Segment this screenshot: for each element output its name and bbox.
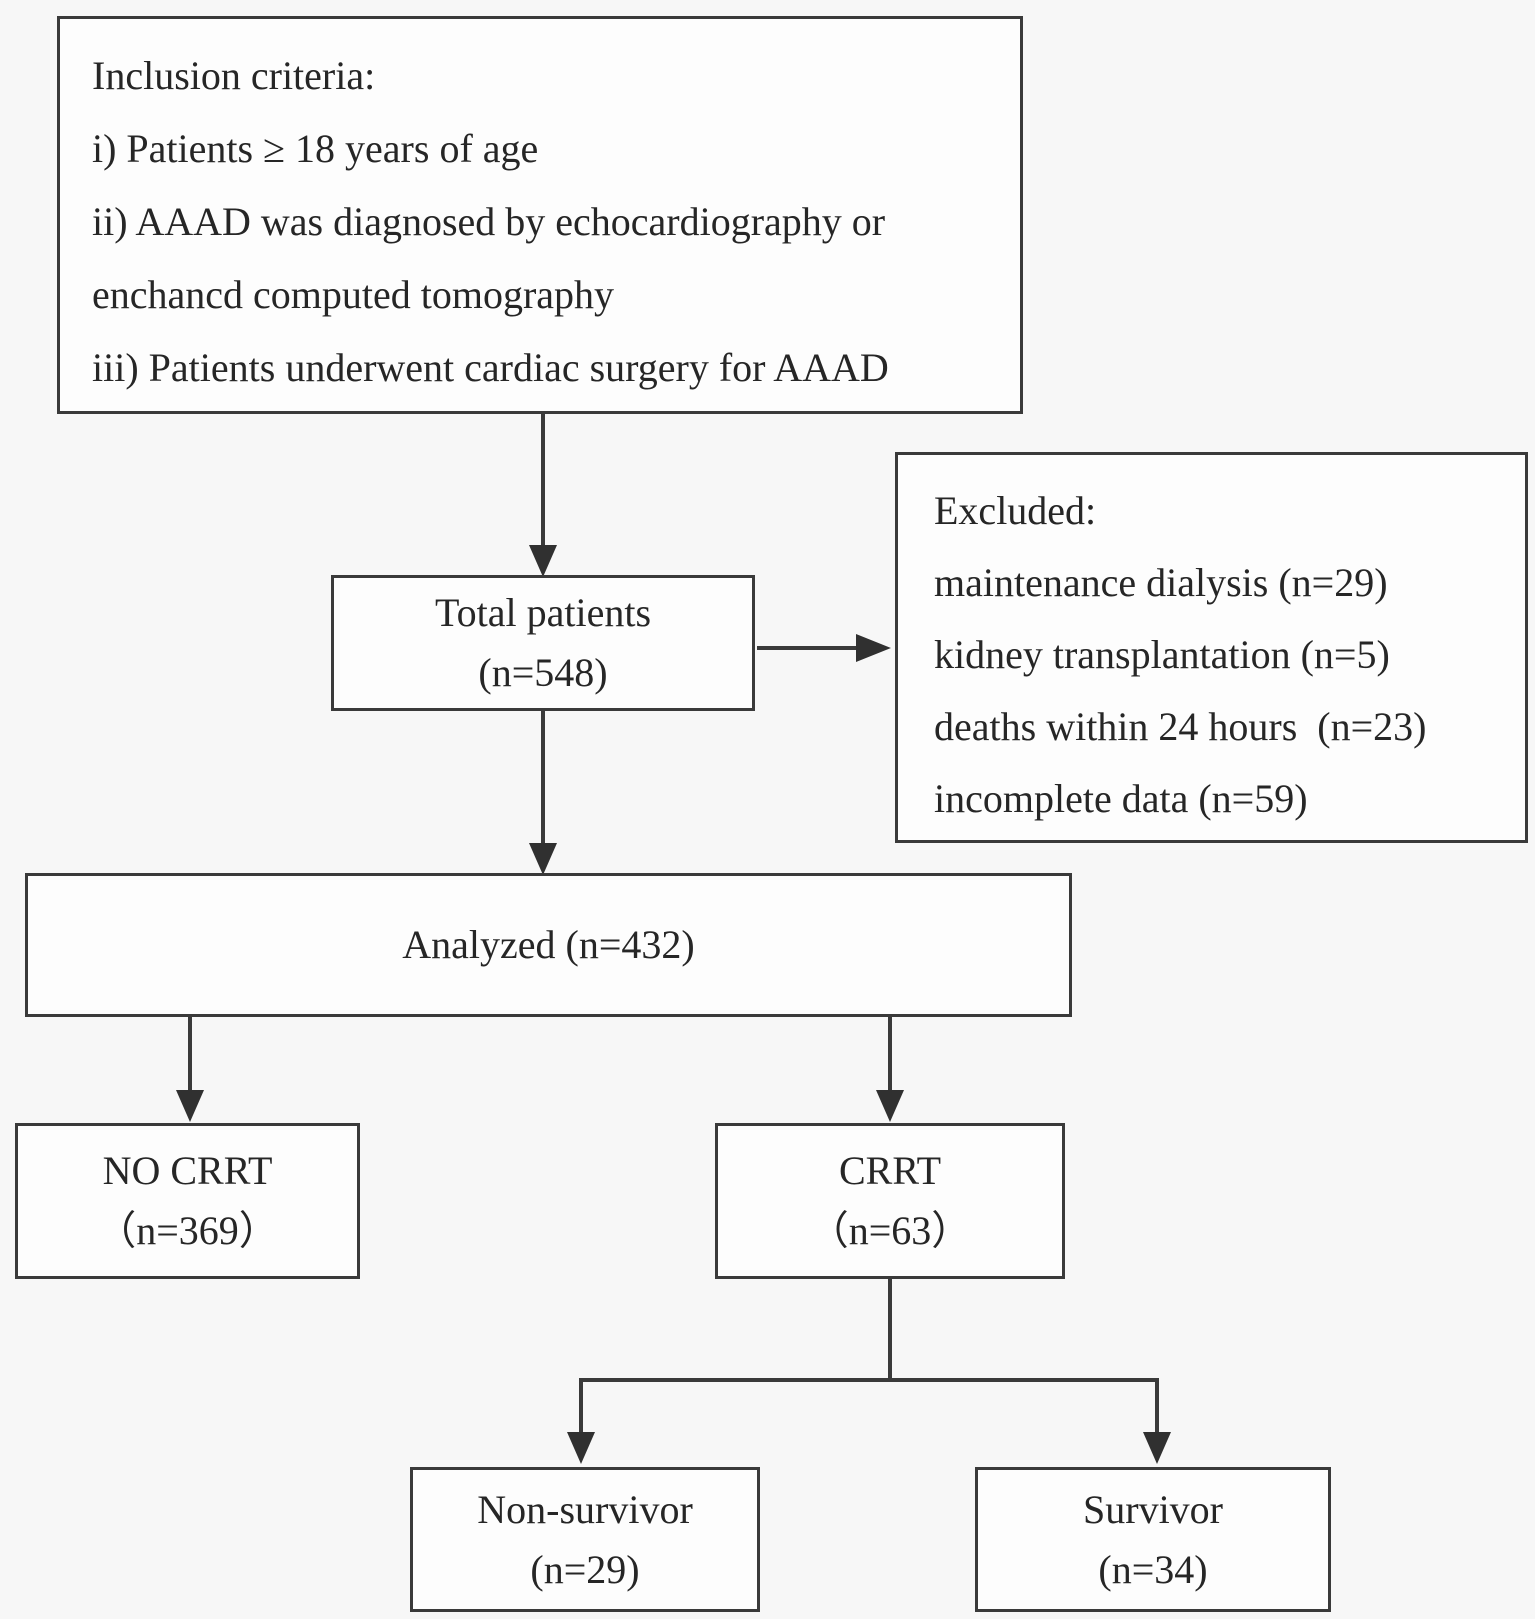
arrowhead-total-to-analyzed [529,843,557,875]
inclusion-criteria-box: Inclusion criteria: i) Patients ≥ 18 yea… [57,16,1023,414]
arrowhead-to-survivor [1143,1432,1171,1464]
crrt-box: CRRT （n=63） [715,1123,1065,1279]
no-crrt-label: NO CRRT [102,1148,273,1193]
arrowhead-inclusion-to-total [529,545,557,577]
arrowhead-total-to-excluded [856,634,891,662]
non-survivor-label: Non-survivor [477,1486,693,1532]
survivor-count: (n=34) [1098,1546,1208,1592]
inclusion-criterion-1: i) Patients ≥ 18 years of age [92,126,539,171]
total-patients-box: Total patients (n=548) [331,575,755,711]
excluded-reason-2: kidney transplantation (n=5) [934,632,1390,677]
excluded-reason-1: maintenance dialysis (n=29) [934,560,1388,605]
excluded-reason-4: incomplete data (n=59) [934,776,1308,821]
inclusion-title: Inclusion criteria: [92,53,376,98]
non-survivor-box: Non-survivor (n=29) [410,1467,760,1612]
survivor-label: Survivor [1083,1486,1223,1532]
analyzed-label: Analyzed (n=432) [402,922,695,967]
inclusion-criterion-3: iii) Patients underwent cardiac surgery … [92,345,889,390]
excluded-box: Excluded: maintenance dialysis (n=29) ki… [895,452,1528,843]
crrt-label: CRRT [838,1148,942,1193]
excluded-title: Excluded: [934,488,1097,533]
total-patients-count: (n=548) [478,650,608,695]
inclusion-criterion-2-cont: enchancd computed tomography [92,272,615,317]
no-crrt-count: （n=369） [96,1208,279,1253]
arrowhead-to-nonsurvivor [567,1432,595,1464]
crrt-count: （n=63） [808,1208,972,1253]
arrowhead-analyzed-to-no-crrt [176,1090,204,1122]
no-crrt-box: NO CRRT （n=369） [15,1123,360,1279]
excluded-reason-3: deaths within 24 hours (n=23) [934,704,1427,749]
non-survivor-count: (n=29) [530,1546,640,1592]
total-patients-label: Total patients [434,590,652,635]
inclusion-criterion-2: ii) AAAD was diagnosed by echocardiograp… [92,199,886,244]
survivor-box: Survivor (n=34) [975,1467,1331,1612]
analyzed-box: Analyzed (n=432) [25,873,1072,1017]
arrowhead-analyzed-to-crrt [876,1090,904,1122]
